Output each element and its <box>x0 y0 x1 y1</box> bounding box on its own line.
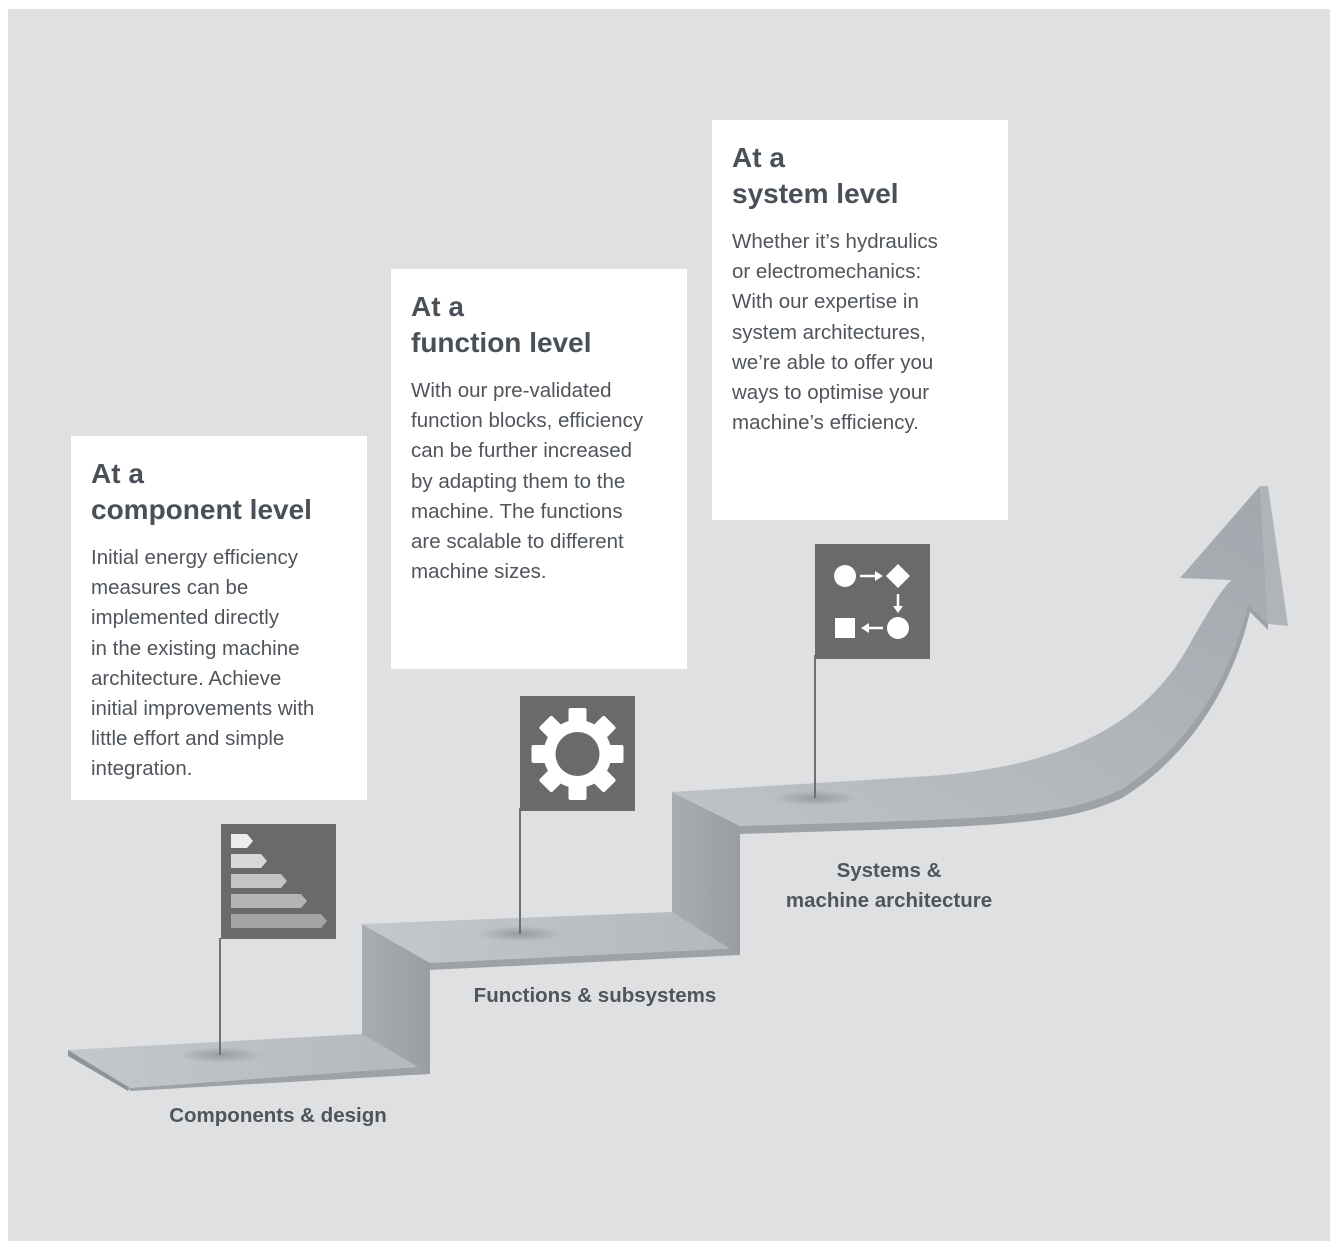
card-heading-line1: At a <box>411 291 464 322</box>
card-heading-line2: function level <box>411 327 592 358</box>
step-label-systems: Systems & machine architecture <box>739 856 1039 916</box>
riser-2 <box>672 792 740 955</box>
card-heading-line2: component level <box>91 494 312 525</box>
flag-system <box>815 544 930 659</box>
flag-pole <box>219 938 221 1055</box>
step-components <box>68 1034 430 1091</box>
flag-pole <box>519 808 521 934</box>
system-flow-icon <box>834 564 910 639</box>
card-system-level: At a system level Whether it’s hydraulic… <box>712 120 1008 520</box>
step-label-line1: Systems & <box>836 859 942 882</box>
step-label-components: Components & design <box>169 1104 387 1127</box>
flag-function <box>520 696 635 811</box>
card-function-level: At a function level With our pre-validat… <box>391 269 687 669</box>
riser-1 <box>362 924 430 1074</box>
step-systems-arrow <box>672 486 1288 834</box>
flag-pole <box>814 655 816 798</box>
card-body: With our pre-validated function blocks, … <box>411 379 644 584</box>
step-label-functions: Functions & subsystems <box>473 984 717 1007</box>
card-heading-line1: At a <box>732 142 785 173</box>
step-label-line2: machine architecture <box>785 889 993 912</box>
card-heading-line1: At a <box>91 458 144 489</box>
energy-efficiency-rating-icon <box>231 834 327 928</box>
card-heading-line2: system level <box>732 178 899 209</box>
card-body: Initial energy efficiency measures can b… <box>91 546 315 781</box>
card-body: Whether it’s hydraulics or electromechan… <box>732 230 938 435</box>
flag-component <box>221 824 336 939</box>
card-component-level: At a component level Initial energy effi… <box>71 436 367 800</box>
gear-icon <box>531 708 624 800</box>
